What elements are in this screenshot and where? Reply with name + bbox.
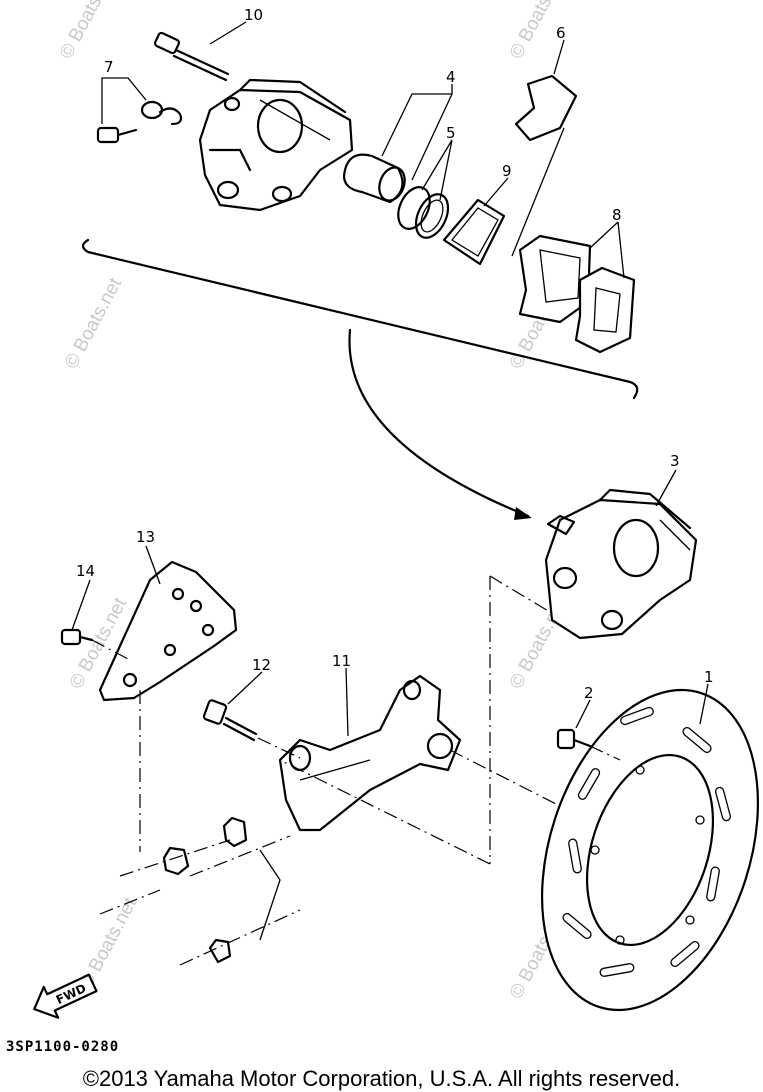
assembly-bracket <box>81 238 639 400</box>
diagram-reference-code: 3SP1100-0280 <box>6 1039 120 1055</box>
caliper-bracket-part-11 <box>278 674 462 832</box>
callout-4: 4 <box>446 68 456 86</box>
caliper-assembly-part-3 <box>544 488 698 640</box>
callout-8: 8 <box>612 206 622 224</box>
callout-6: 6 <box>556 24 566 42</box>
callout-1: 1 <box>704 668 714 686</box>
pad-shim-part-9 <box>442 198 506 266</box>
copyright-notice: ©2013 Yamaha Motor Corporation, U.S.A. A… <box>82 1066 681 1091</box>
swingarm-outline <box>99 816 301 966</box>
callout-12: 12 <box>252 656 271 674</box>
brake-disc-part-1 <box>540 688 760 1012</box>
disc-bolt-part-2 <box>556 728 592 750</box>
callout-13: 13 <box>136 528 155 546</box>
arrow-head <box>514 507 532 520</box>
bleed-screw-part-7 <box>96 100 183 144</box>
callout-14: 14 <box>76 562 95 580</box>
callout-numbers: 1 2 3 4 5 6 7 8 9 10 11 12 13 14 <box>76 6 714 702</box>
assembly-arrow <box>348 328 530 518</box>
caliper-body-upper <box>198 78 354 212</box>
callout-2: 2 <box>584 684 594 702</box>
watermark-text: © Boats.net <box>56 0 122 62</box>
alignment-lines <box>91 575 621 865</box>
leader-lines <box>71 21 709 737</box>
piston-part-4 <box>343 153 406 204</box>
bracket-bolt-part-12 <box>202 699 258 742</box>
callout-5: 5 <box>446 124 456 142</box>
callout-10: 10 <box>244 6 263 24</box>
brake-pads-part-8 <box>518 234 636 354</box>
callout-9: 9 <box>502 162 512 180</box>
slide-bolt-part-10 <box>153 31 230 82</box>
guard-bolt-part-14 <box>60 628 94 646</box>
callout-3: 3 <box>670 452 680 470</box>
disc-guard-part-13 <box>98 560 238 702</box>
forward-direction-arrow: FWD <box>33 973 98 1019</box>
pad-clip-part-6 <box>514 74 578 142</box>
callout-11: 11 <box>332 652 351 670</box>
watermark-text: © Boats.net <box>61 274 127 372</box>
callout-7: 7 <box>104 58 114 76</box>
